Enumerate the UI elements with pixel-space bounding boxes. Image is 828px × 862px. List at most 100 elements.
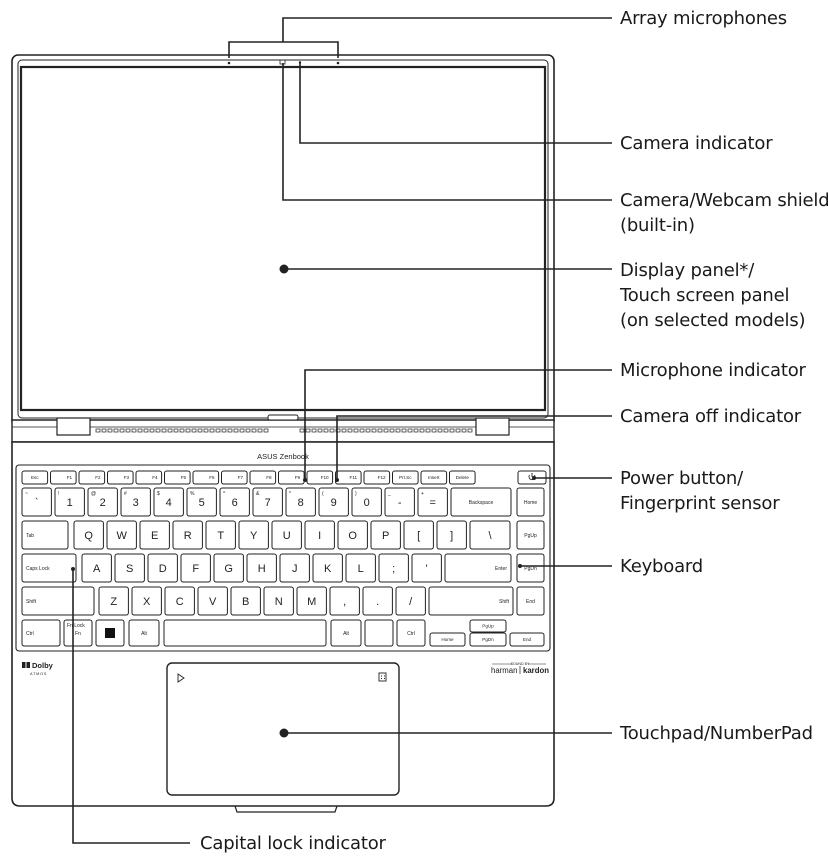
key-10[interactable]: 0)	[351, 487, 382, 517]
key-3-shift[interactable]: C	[164, 586, 195, 616]
key-3[interactable]: 3#	[120, 487, 151, 517]
pgup-key-label: PgUp	[524, 533, 537, 539]
key-5-home[interactable]: G	[213, 553, 244, 583]
arrow-down-pgdn-key[interactable]: PgDn	[469, 632, 507, 647]
backslash-key[interactable]: \	[469, 520, 511, 550]
key-4[interactable]: 4$	[153, 487, 184, 517]
key-7-shift-label: &	[256, 491, 260, 497]
key-10-shift[interactable]: /	[395, 586, 426, 616]
key-q[interactable]: Q	[73, 520, 104, 550]
key-0[interactable]: `~	[21, 487, 52, 517]
fn-key-13[interactable]: F12	[363, 470, 391, 485]
vent-slot	[449, 428, 455, 433]
key-i[interactable]: I	[304, 520, 335, 550]
fn-key-6[interactable]: F5	[164, 470, 191, 485]
home-key[interactable]: Home	[516, 487, 545, 517]
left-shift-key[interactable]: Shift	[21, 586, 95, 616]
key-7-shift[interactable]: M	[296, 586, 327, 616]
key-8-label: 8	[298, 497, 304, 509]
key-11-home[interactable]: '	[411, 553, 442, 583]
pgup-key[interactable]: PgUp	[516, 520, 545, 550]
fn-key-2-label: F1	[67, 475, 73, 480]
fn-key-5[interactable]: F4	[135, 470, 163, 485]
arrow-right-end-key[interactable]: End	[509, 632, 545, 647]
key-8-shift[interactable]: ,	[329, 586, 360, 616]
vent-slots	[95, 428, 473, 433]
key-10-home[interactable]: ;	[378, 553, 409, 583]
key-y[interactable]: Y	[238, 520, 269, 550]
arrow-left-home-key[interactable]: Home	[429, 632, 466, 647]
key-8[interactable]: 8*	[285, 487, 316, 517]
pgdn-key-label: PgDn	[524, 566, 537, 572]
win-key[interactable]	[95, 619, 125, 647]
arrow-up-pgup-key[interactable]: PgUp	[469, 619, 507, 633]
key-o[interactable]: O	[337, 520, 368, 550]
key-[-label: [	[417, 530, 420, 542]
menu-key[interactable]	[364, 619, 394, 647]
fn-key-10[interactable]: F9	[278, 470, 305, 485]
fn-key-11[interactable]: F10	[306, 470, 334, 485]
key-6-shift[interactable]: N	[263, 586, 294, 616]
vent-slot	[227, 428, 233, 433]
fn-key-4[interactable]: F3	[107, 470, 134, 485]
right-ctrl-key[interactable]: Ctrl	[396, 619, 426, 647]
right-alt-key[interactable]: Alt	[330, 619, 362, 647]
key-4-home[interactable]: F	[180, 553, 211, 583]
key-t[interactable]: T	[205, 520, 236, 550]
key-p[interactable]: P	[370, 520, 401, 550]
key-2-shift[interactable]: X	[131, 586, 162, 616]
key-9-home[interactable]: L	[345, 553, 376, 583]
key-u[interactable]: U	[271, 520, 302, 550]
key-9[interactable]: 9(	[318, 487, 349, 517]
fn-key-2[interactable]: F1	[50, 470, 77, 485]
fn-key-15[interactable]: Insert	[420, 470, 448, 485]
key-7-home[interactable]: J	[279, 553, 310, 583]
key-7[interactable]: 7&	[252, 487, 283, 517]
key-4-shift[interactable]: V	[197, 586, 228, 616]
backspace-key[interactable]: Backspace	[450, 487, 512, 517]
fn-key-7[interactable]: F6	[192, 470, 220, 485]
caps-lock-key[interactable]: Caps Lock	[21, 553, 77, 583]
key-6[interactable]: 6^	[219, 487, 250, 517]
key-6-home[interactable]: H	[246, 553, 277, 583]
right-shift-key[interactable]: Shift	[428, 586, 514, 616]
callout-keyboard: Keyboard	[620, 556, 704, 577]
key-9-home-label: L	[358, 563, 364, 575]
key-8-home[interactable]: K	[312, 553, 343, 583]
fn-key-1[interactable]: Esc	[21, 470, 49, 485]
end-key[interactable]: End	[516, 586, 545, 616]
key-r[interactable]: R	[172, 520, 203, 550]
fn-key-8[interactable]: F7	[221, 470, 248, 485]
fn-key-16[interactable]: Delete	[449, 470, 476, 485]
key-w[interactable]: W	[106, 520, 137, 550]
key-12[interactable]: =+	[417, 487, 448, 517]
fn-key-12-label: F11	[350, 475, 358, 480]
left-ctrl-key[interactable]: Ctrl	[21, 619, 61, 647]
key-2-home[interactable]: S	[114, 553, 145, 583]
fn-key-6-label: F5	[181, 475, 187, 480]
key-5[interactable]: 5%	[186, 487, 217, 517]
key-5-shift[interactable]: B	[230, 586, 261, 616]
key-1[interactable]: 1!	[54, 487, 85, 517]
key-1-home[interactable]: A	[81, 553, 112, 583]
key-3-home[interactable]: D	[147, 553, 178, 583]
key-2[interactable]: 2@	[87, 487, 118, 517]
enter-key[interactable]: Enter	[444, 553, 512, 583]
fn-key-9[interactable]: F8	[249, 470, 277, 485]
space-key[interactable]	[163, 619, 327, 647]
pgdn-key[interactable]: PgDn	[516, 553, 545, 583]
tab-key[interactable]: Tab	[21, 520, 69, 550]
key-[[interactable]: [	[403, 520, 434, 550]
fn-key-3[interactable]: F2	[78, 470, 106, 485]
right-shift-key-label: Shift	[499, 599, 510, 605]
fn-key-12[interactable]: F11	[335, 470, 362, 485]
key-11[interactable]: -_	[384, 487, 415, 517]
key-][interactable]: ]	[436, 520, 467, 550]
key-e[interactable]: E	[139, 520, 170, 550]
key-1-shift[interactable]: Z	[98, 586, 129, 616]
fn-key-14[interactable]: Prt.Sc	[392, 470, 419, 485]
left-alt-key[interactable]: Alt	[128, 619, 160, 647]
key-9-shift[interactable]: .	[362, 586, 393, 616]
vent-slot	[221, 428, 227, 433]
